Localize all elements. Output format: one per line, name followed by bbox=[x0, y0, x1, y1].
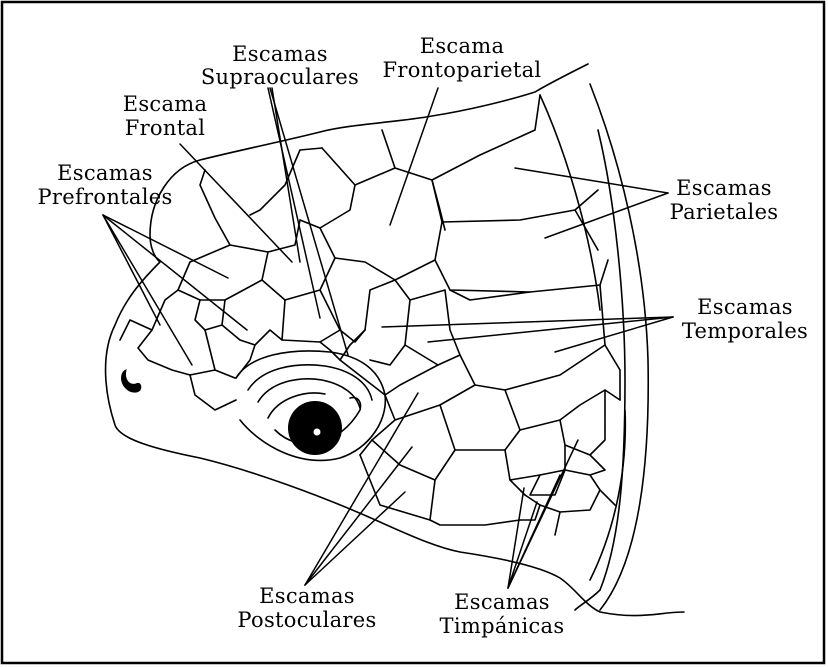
label-escamas-temporales: Escamas Temporales bbox=[682, 295, 808, 343]
label-line: Escama bbox=[123, 92, 208, 116]
eye-highlight-icon bbox=[314, 429, 321, 436]
label-line: Escamas bbox=[57, 161, 153, 185]
label-escama-frontal: Escama Frontal bbox=[123, 92, 208, 140]
label-line: Escamas bbox=[676, 176, 772, 200]
label-line: Supraoculares bbox=[201, 65, 359, 89]
label-line: Prefrontales bbox=[37, 185, 172, 209]
label-line: Escamas bbox=[697, 295, 793, 319]
label-line: Frontoparietal bbox=[383, 58, 542, 82]
label-escamas-parietales: Escamas Parietales bbox=[670, 176, 779, 224]
eye-pupil-icon bbox=[288, 401, 342, 455]
label-line: Escama bbox=[420, 34, 505, 58]
label-line: Parietales bbox=[670, 200, 779, 224]
label-line: Postoculares bbox=[237, 608, 376, 632]
label-line: Escamas bbox=[454, 590, 550, 614]
label-line: Frontal bbox=[125, 116, 206, 140]
label-escamas-prefrontales: Escamas Prefrontales bbox=[37, 161, 172, 209]
label-line: Escamas bbox=[259, 584, 355, 608]
label-line: Temporales bbox=[682, 319, 808, 343]
label-line: Escamas bbox=[232, 42, 328, 66]
label-escamas-timpanicas: Escamas Timpánicas bbox=[440, 590, 565, 638]
label-line: Timpánicas bbox=[440, 614, 565, 638]
